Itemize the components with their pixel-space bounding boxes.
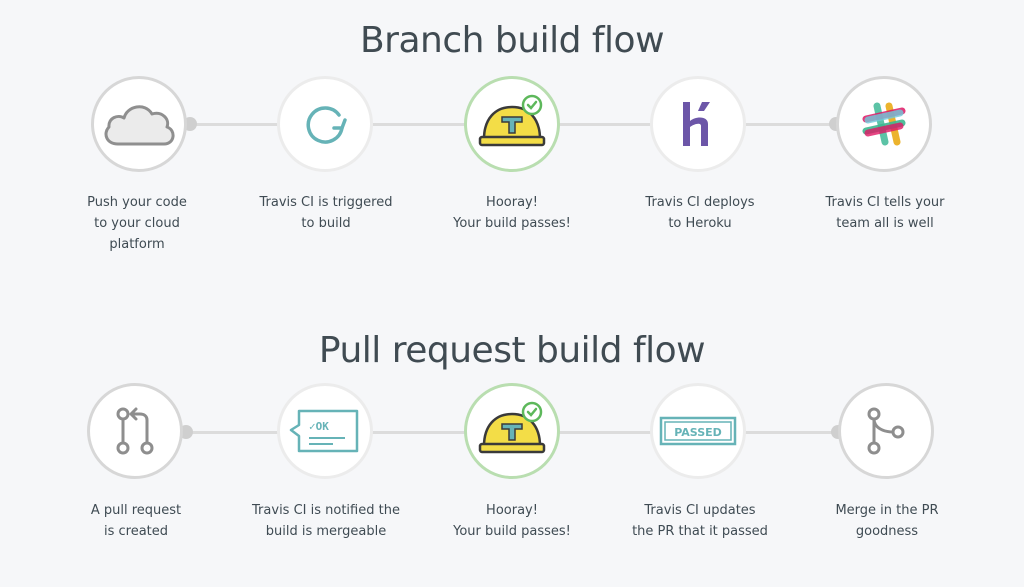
step-circle-passed: PASSED [650, 383, 746, 479]
step-caption: Travis CI deploys to Heroku [645, 195, 755, 231]
pr-flow-title: Pull request build flow [318, 330, 706, 371]
connector-line [185, 123, 280, 126]
step-circle-triggered [277, 76, 373, 172]
hardhat-icon [478, 94, 546, 147]
refresh-icon [306, 106, 347, 144]
passed-badge-icon: PASSED [659, 416, 737, 446]
heroku-icon [683, 102, 710, 146]
step-circle-pull-request [87, 383, 183, 479]
connector-line [556, 123, 656, 126]
svg-text:✓OK: ✓OK [309, 420, 329, 433]
connector-line [556, 431, 656, 434]
connector-line [744, 123, 839, 126]
step-circle-notified: ✓OK [277, 383, 373, 479]
step-circle-push-code [91, 76, 187, 172]
svg-text:PASSED: PASSED [674, 426, 722, 439]
step-caption: A pull request is created [90, 503, 182, 539]
step-caption: Travis CI tells your team all is well [825, 195, 945, 231]
step-caption: Merge in the PR goodness [835, 503, 939, 539]
branch-flow-title: Branch build flow [359, 20, 665, 61]
hardhat-icon [478, 401, 546, 454]
cloud-icon [104, 105, 175, 146]
step-circle-heroku [650, 76, 746, 172]
step-caption: Travis CI updates the PR that it passed [632, 503, 768, 539]
step-caption: Travis CI is notified the build is merge… [252, 503, 400, 539]
merge-icon [867, 407, 905, 455]
connector-line [370, 123, 470, 126]
slack-icon [862, 102, 906, 146]
step-caption: Travis CI is triggered to build [259, 195, 393, 231]
step-caption: Hooray! Your build passes! [453, 195, 571, 231]
step-circle-slack [836, 76, 932, 172]
step-circle-build-passes [464, 383, 560, 479]
connector-line [370, 431, 470, 434]
connector-line [183, 431, 280, 434]
step-circle-merge [838, 383, 934, 479]
connector-line [744, 431, 841, 434]
step-caption: Push your code to your cloud platform [87, 195, 187, 252]
pull-request-icon [116, 407, 154, 455]
ok-message-icon: ✓OK [289, 409, 359, 453]
step-circle-build-passes [464, 76, 560, 172]
step-caption: Hooray! Your build passes! [453, 503, 571, 539]
